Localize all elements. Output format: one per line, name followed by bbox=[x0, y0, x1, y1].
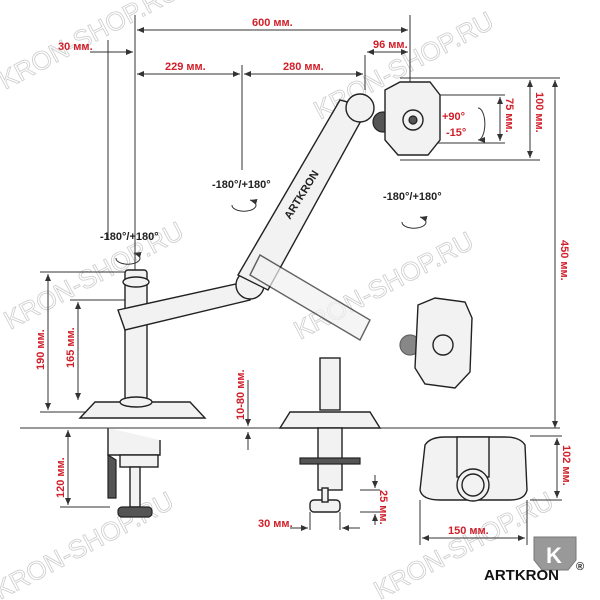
dimension-labels: 600 мм. 30 мм. 96 мм. 229 мм. 280 мм. 75… bbox=[35, 17, 572, 537]
label-clamp-foot: 25 мм. bbox=[377, 490, 389, 525]
label-tilt-down: -15° bbox=[446, 127, 466, 139]
label-vesa-large: 100 мм. bbox=[533, 92, 545, 133]
label-swivel-pole: -180°/+180° bbox=[100, 231, 159, 243]
label-vesa-small: 75 мм. bbox=[503, 98, 515, 133]
label-pole-height: 190 мм. bbox=[35, 329, 47, 370]
base-top-view bbox=[419, 436, 528, 502]
label-swivel-head: -180°/+180° bbox=[383, 191, 442, 203]
label-lower-arm: 229 мм. bbox=[165, 61, 206, 73]
clamp-side-view bbox=[278, 357, 382, 513]
label-head-offset: 96 мм. bbox=[373, 39, 408, 51]
svg-text:KRON-SHOP.RU: KRON-SHOP.RU bbox=[0, 485, 178, 600]
label-arm-height: 165 мм. bbox=[65, 327, 77, 368]
vesa-plate-top bbox=[384, 81, 441, 156]
label-height-range: 450 мм. bbox=[558, 240, 570, 281]
label-clamp-pad: 30 мм. bbox=[258, 518, 293, 530]
label-clamp-height: 120 мм. bbox=[55, 457, 67, 498]
logo-letter: K bbox=[546, 543, 562, 568]
brand-name: ARTKRON bbox=[484, 567, 559, 584]
label-pole-offset: 30 мм. bbox=[58, 41, 93, 53]
label-tilt-up: +90° bbox=[442, 111, 465, 123]
dimension-lines bbox=[20, 15, 562, 545]
label-base-depth: 102 мм. bbox=[560, 445, 572, 486]
registered-mark: ® bbox=[576, 561, 584, 573]
label-desk-thickness: 10-80 мм. bbox=[235, 369, 247, 420]
pole-assembly bbox=[78, 269, 207, 518]
label-swivel-arm: -180°/+180° bbox=[212, 179, 271, 191]
label-upper-arm: 280 мм. bbox=[283, 61, 324, 73]
rotation-arrow-icons bbox=[115, 107, 486, 265]
rotation-labels: +90° -15° -180°/+180° -180°/+180° -180°/… bbox=[100, 111, 466, 243]
label-base-width: 150 мм. bbox=[448, 525, 489, 537]
vesa-plate-bottom bbox=[414, 297, 473, 389]
label-total-reach: 600 мм. bbox=[252, 17, 293, 29]
brand-logo: K ARTKRON ® bbox=[484, 536, 584, 584]
